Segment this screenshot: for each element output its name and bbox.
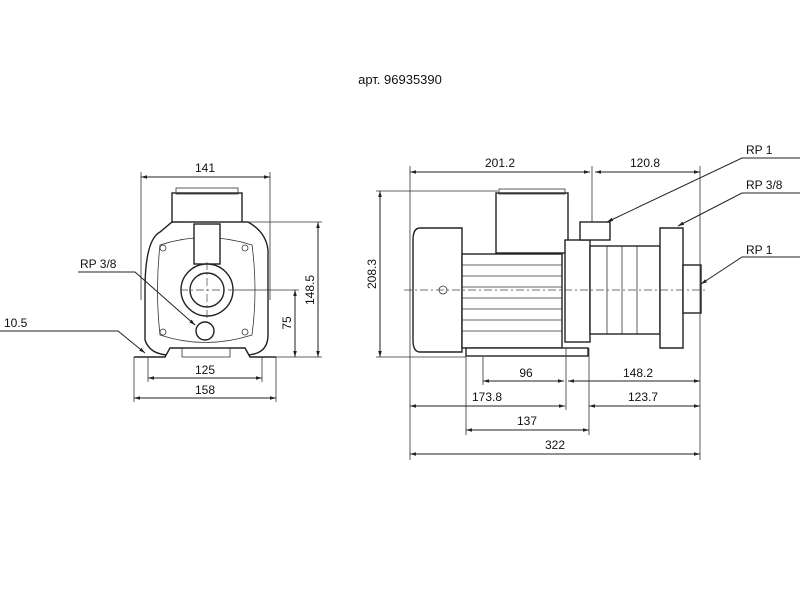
pump-bracket — [564, 239, 591, 343]
label-vent-port: RP 3/8 — [746, 178, 783, 192]
dim-75: 75 — [280, 316, 294, 330]
dim-141: 141 — [195, 161, 215, 175]
dim-173-8: 173.8 — [472, 390, 502, 404]
front-view: 141 148.5 75 125 158 RP 3/8 10.5 — [0, 161, 322, 402]
dim-96: 96 — [519, 366, 533, 380]
dim-208-3: 208.3 — [365, 259, 379, 289]
drain-plug — [195, 321, 215, 341]
side-view: 201.2 120.8 208.3 96 148.2 173.8 123.7 1… — [365, 143, 800, 460]
pump-head — [659, 227, 684, 349]
dim-120-8: 120.8 — [630, 156, 660, 170]
label-drain-port: RP 3/8 — [80, 257, 117, 271]
article-number: арт. 96935390 — [358, 72, 442, 87]
inlet-port — [682, 264, 702, 314]
label-inlet-port: RP 1 — [746, 243, 773, 257]
base-foot — [465, 347, 589, 357]
dim-125: 125 — [195, 363, 215, 377]
dim-322: 322 — [545, 438, 565, 452]
terminal-box — [171, 192, 243, 224]
dim-137: 137 — [517, 414, 537, 428]
motor-body — [461, 253, 563, 349]
dim-201-2: 201.2 — [485, 156, 515, 170]
label-foot-hole: 10.5 — [4, 316, 28, 330]
dim-123-7: 123.7 — [628, 390, 658, 404]
dim-148-2: 148.2 — [623, 366, 653, 380]
outlet-neck — [193, 223, 221, 265]
terminal-box — [495, 192, 569, 254]
label-outlet-port: RP 1 — [746, 143, 773, 157]
dim-148-5: 148.5 — [303, 275, 317, 305]
dim-158: 158 — [195, 383, 215, 397]
outlet-port — [579, 221, 611, 241]
